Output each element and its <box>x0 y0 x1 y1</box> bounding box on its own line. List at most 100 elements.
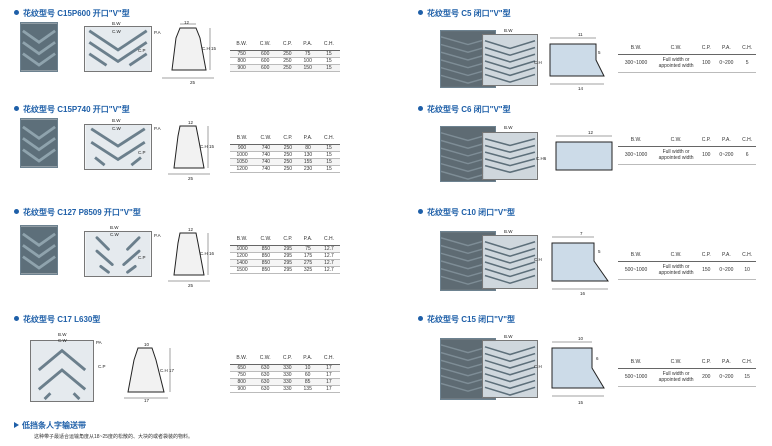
dim-small: 5 <box>598 249 601 254</box>
section-title: 花纹型号 C10 闭口"V"型 <box>418 207 515 218</box>
dim-top: 10 <box>578 336 584 341</box>
section-c15: 花纹型号 C15 闭口"V"型 B.W 10 C.H 6 15 B.W.C.W.… <box>418 314 760 410</box>
belt-drawing <box>482 132 538 180</box>
belt-drawing <box>482 235 538 289</box>
section-c17-l630: 花纹型号 C17 L630型 B.W C.W PA C.P 10 C.H 17 … <box>14 314 344 406</box>
bullet-icon <box>14 106 19 111</box>
label-pa: P.A <box>154 30 161 35</box>
section-c15p600: 花纹型号 C15P600 开口"V"型 B.W C.W P.A C.P 12 C… <box>14 8 344 88</box>
dim-side: C.H <box>534 257 542 262</box>
dim-top: 7 <box>580 231 583 236</box>
label-cw: C.W <box>58 338 67 343</box>
profile-top: 12 <box>188 227 194 232</box>
section-title: 花纹型号 C15P740 开口"V"型 <box>14 104 130 115</box>
label-cp: C.P <box>98 364 106 369</box>
belt-drawing <box>30 340 94 402</box>
label-pa: PA <box>96 340 102 345</box>
label-cw: C.W <box>112 126 121 131</box>
label-cw: C.W <box>112 29 121 34</box>
label-bw: B.W <box>504 125 513 130</box>
profile-bottom: 25 <box>190 80 196 85</box>
section-title: 花纹型号 C17 L630型 <box>14 314 100 325</box>
label-bw: B.W <box>504 28 513 33</box>
label-bw: B.W <box>504 229 513 234</box>
label-bw: B.W <box>504 334 513 339</box>
label-bw: B.W <box>110 225 119 230</box>
profile-height: C.H 16 <box>200 251 215 256</box>
profile-bottom: 17 <box>144 398 150 403</box>
section-c10: 花纹型号 C10 闭口"V"型 B.W 7 C.H 5 16 B.W.C.W.C… <box>418 207 760 301</box>
belt-drawing <box>84 124 152 170</box>
label-cp: C.P <box>138 255 146 260</box>
dim-small: 5 <box>598 50 601 55</box>
dim-top: 11 <box>578 32 583 37</box>
bullet-icon <box>418 106 423 111</box>
label-cp: C.P <box>138 150 146 155</box>
dim-top: 12 <box>588 130 594 135</box>
profile-height: C.H 15 <box>200 144 215 149</box>
profile-drawing <box>555 135 613 171</box>
label-bw: B.W <box>112 118 121 123</box>
profile-top: 12 <box>188 120 194 125</box>
dim-bottom: 14 <box>578 86 584 91</box>
belt-photo <box>20 118 58 168</box>
bullet-icon <box>14 316 19 321</box>
profile-drawing <box>551 341 605 397</box>
bullet-icon <box>14 209 19 214</box>
section-c15p740: 花纹型号 C15P740 开口"V"型 B.W C.W P.A C.P 12 C… <box>14 104 344 184</box>
profile-drawing <box>168 125 210 175</box>
bullet-icon <box>418 316 423 321</box>
triangle-icon <box>14 422 19 428</box>
bullet-icon <box>418 209 423 214</box>
profile-height: C.H 17 <box>160 368 175 373</box>
profile-top: 12 <box>184 20 190 25</box>
section-title: 花纹型号 C15P600 开口"V"型 <box>14 8 130 19</box>
footer-note: 这种带子最适合运输角度从18~25度的松散的、大块的或者袋装的物料。 <box>34 434 194 440</box>
label-bw: B.W <box>112 21 121 26</box>
section-c6: 花纹型号 C6 闭口"V"型 B.W 12 C.H6 B.W.C.W.C.P.P… <box>418 104 760 190</box>
belt-drawing <box>84 26 152 72</box>
dim-bottom: 16 <box>580 291 586 296</box>
profile-top: 10 <box>144 342 150 347</box>
section-c127-p8509: 花纹型号 C127 P8509 开口"V"型 B.W C.W P.A C.P 1… <box>14 207 344 291</box>
profile-drawing <box>168 232 210 282</box>
belt-drawing <box>482 340 538 398</box>
label-bw: B.W <box>58 332 67 337</box>
dim-small: 6 <box>596 356 599 361</box>
bullet-icon <box>14 10 19 15</box>
dim-side: C.H <box>534 364 542 369</box>
profile-bottom: 25 <box>188 283 194 288</box>
label-cp: C.P <box>138 48 146 53</box>
profile-drawing <box>549 37 605 85</box>
label-pa: P.A <box>154 233 161 238</box>
profile-drawing <box>124 347 171 399</box>
label-pa: P.A <box>154 126 161 131</box>
belt-drawing <box>482 34 538 86</box>
section-title: 花纹型号 C127 P8509 开口"V"型 <box>14 207 141 218</box>
label-cw: C.W <box>110 232 119 237</box>
profile-drawing <box>551 236 609 290</box>
dim-side: C.H <box>534 60 542 65</box>
